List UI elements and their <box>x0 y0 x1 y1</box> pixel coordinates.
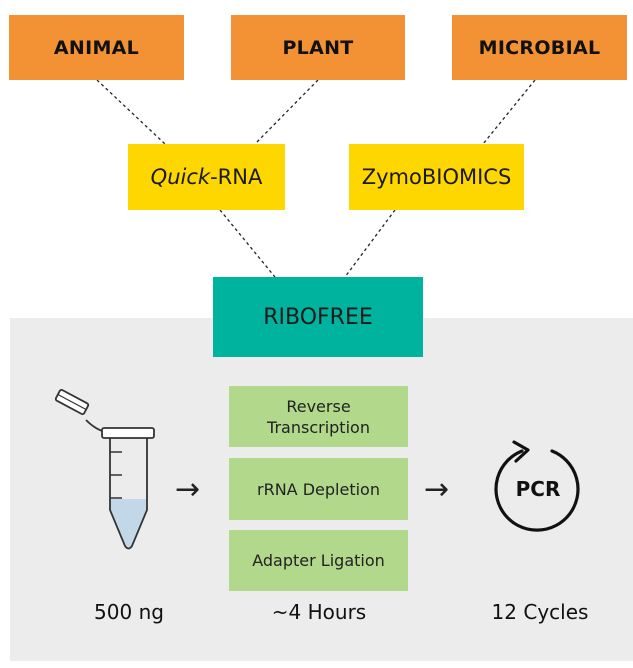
source-plant: PLANT <box>231 15 405 80</box>
kit-quick-rna-suffix: -RNA <box>210 165 263 189</box>
source-animal-label: ANIMAL <box>53 36 140 59</box>
kit-zymobiomics-label: ZymoBIOMICS <box>361 165 512 189</box>
caption-duration: ~4 Hours <box>271 600 367 624</box>
kit-quick-rna-prefix: Quick <box>150 165 211 189</box>
step-reverse-transcription-line2: Transcription <box>267 417 370 437</box>
connector-animal-quickrna <box>96 79 166 145</box>
source-plant-label: PLANT <box>282 36 354 59</box>
step-adapter-ligation-label: Adapter Ligation <box>252 551 385 570</box>
connector-zymobiomics-ribofree <box>344 209 396 278</box>
connector-microbial-zymobiomics <box>482 79 536 145</box>
step-adapter-ligation: Adapter Ligation <box>229 530 408 591</box>
step-rrna-depletion: rRNA Depletion <box>229 458 408 520</box>
arrow-right-icon: → <box>175 472 201 507</box>
step-reverse-transcription: Reverse Transcription <box>229 386 408 447</box>
step-reverse-transcription-line1: Reverse <box>286 396 351 416</box>
source-microbial: MICROBIAL <box>452 15 627 80</box>
caption-pcr-cycles: 12 Cycles <box>491 600 589 624</box>
ribofree-label: RIBOFREE <box>263 304 373 330</box>
kit-zymobiomics: ZymoBIOMICS <box>349 144 524 210</box>
tube-icon <box>54 388 155 550</box>
source-animal: ANIMAL <box>9 15 184 80</box>
source-microbial-label: MICROBIAL <box>478 36 601 59</box>
cycle-arrow-icon <box>494 440 580 532</box>
caption-input-amount: 500 ng <box>94 600 164 624</box>
pcr-label: PCR <box>515 477 561 501</box>
connector-plant-quickrna <box>254 79 319 145</box>
kit-quick-rna: Quick-RNA <box>128 144 285 210</box>
connector-quickrna-ribofree <box>219 209 276 278</box>
kit-quick-rna-label: Quick-RNA <box>151 165 263 189</box>
step-rrna-depletion-label: rRNA Depletion <box>257 479 380 499</box>
ribofree-box: RIBOFREE <box>213 277 423 357</box>
arrow-right-icon: → <box>424 472 450 507</box>
